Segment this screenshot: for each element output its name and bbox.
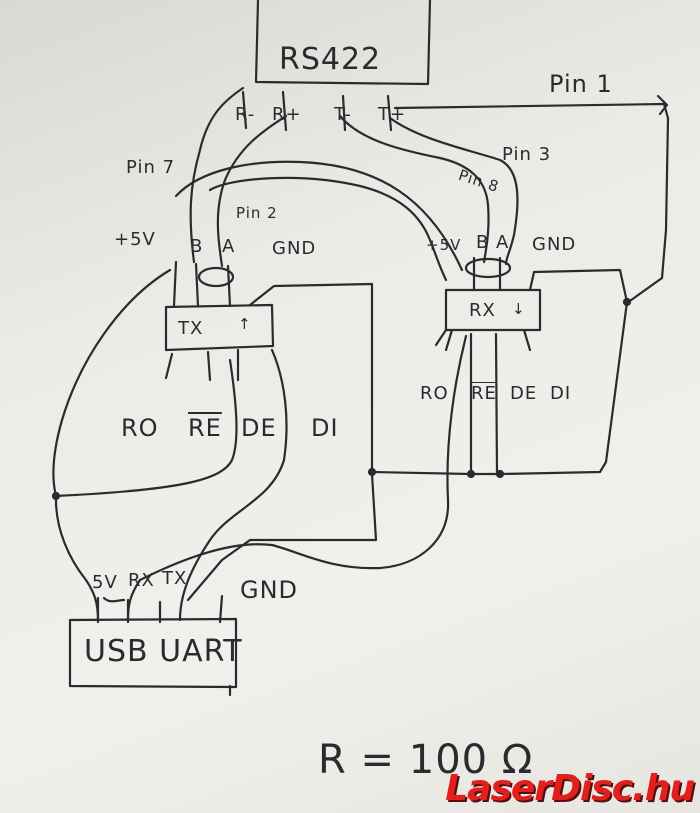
rx-b-label: B [476,232,490,253]
rx-pin-de: DE [510,383,538,404]
pin7-label: Pin 7 [126,157,176,178]
tx-pin-re: RE [188,414,222,442]
rx-ro-wire [126,334,468,622]
rx-chip-outline [444,288,542,332]
r-plus-wire [216,114,288,268]
pin1-wire [393,102,670,305]
usb-pin-5v: 5V [92,572,118,593]
tx-gnd-label: GND [272,238,317,259]
tx-b-label: B [190,236,204,257]
r-minus-wire [189,86,245,264]
rs422-pin-r-plus: R+ [272,104,302,125]
rx-chip-label: RX [469,300,496,321]
rs422-chip-outline [254,0,432,86]
t-plus-wire [388,116,519,266]
rx-5v-label: +5V [426,236,462,254]
tx-gnd-wire [186,282,378,602]
tx-resistor-loop [197,266,235,288]
tx-pin-ro: RO [121,414,159,442]
tx-pin-di: DI [311,414,339,442]
tx-5v-label: +5V [114,229,156,250]
tx-pin-de: DE [241,414,277,442]
rx-arrow-down-icon: ↓ [512,300,526,318]
rx-pin-ro: RO [420,383,449,404]
pin3-label: Pin 3 [502,144,552,165]
pin2-label: Pin 2 [236,204,278,222]
usb-pin-rx: RX [128,570,155,591]
usb-pin-tx: TX [162,568,188,589]
usb-pin-gnd: GND [240,576,299,604]
cross-wire-1 [208,176,448,282]
cross-wire-2 [174,160,464,272]
tx-5v-wire [52,268,172,498]
rx-gnd-label: GND [532,234,577,255]
rx-pin-re: RE [471,383,497,404]
rx-a-label: A [496,232,510,253]
rx-gnd-wire [370,268,629,476]
rs422-pin-t-plus: T+ [378,104,407,125]
pin1-label: Pin 1 [549,70,613,98]
usb-uart-label: USB UART [84,634,243,669]
rx-pin-di: DI [550,383,572,404]
rs422-pin-r-minus: R- [235,104,256,125]
rs422-label: RS422 [279,42,382,77]
tx-chip-outline [164,303,275,352]
laserdisc-watermark: LaserDisc.hu [445,768,695,809]
tx-arrow-up-icon: ↑ [238,315,252,333]
t-minus-wire [338,114,490,264]
tx-chip-label: TX [178,318,204,339]
rx-resistor-loop [464,257,512,279]
resistor-note: R = 100 Ω [318,737,534,783]
rs422-pin-t-minus: T- [334,104,352,125]
tx-a-label: A [222,236,236,257]
